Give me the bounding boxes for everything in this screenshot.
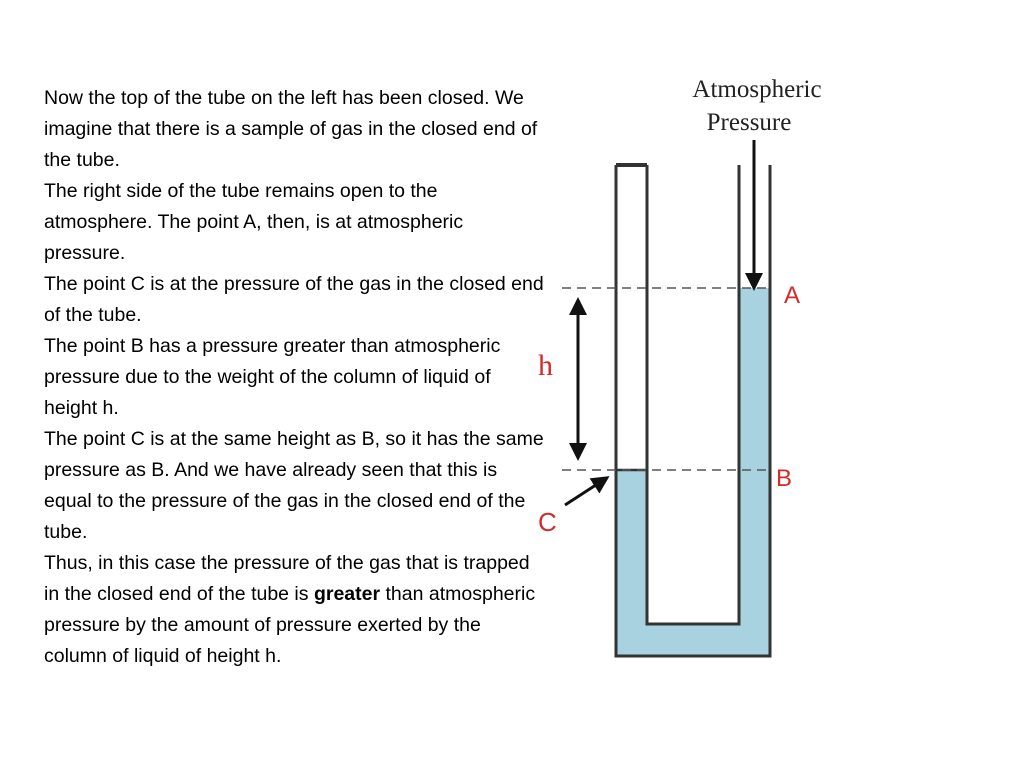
paragraph-6: Thus, in this case the pressure of the g…	[44, 548, 544, 672]
label-c: C	[538, 507, 557, 537]
paragraph-6-start: Thus, in this case the pressure of the g…	[44, 552, 530, 605]
emphasis-greater: greater	[313, 583, 381, 605]
explanation-text: Now the top of the tube on the left has …	[44, 83, 544, 672]
title-line-1: Atmospheric	[692, 76, 821, 103]
paragraph-3: The point C is at the pressure of the ga…	[44, 273, 544, 326]
paragraph-5: The point C is at the same height as B, …	[44, 428, 544, 543]
paragraph-1: Now the top of the tube on the left has …	[44, 87, 538, 171]
paragraph-2: The right side of the tube remains open …	[44, 180, 464, 264]
point-c-arrow	[564, 476, 610, 507]
paragraph-6-end: than atmospheric pressure by the amount …	[44, 583, 536, 667]
paragraph-4: The point B has a pressure greater than …	[44, 335, 501, 419]
liquid-column	[616, 288, 770, 656]
u-tube	[614, 163, 772, 658]
label-h: h	[538, 349, 553, 382]
title-line-2: Pressure	[707, 109, 792, 136]
label-a: A	[784, 282, 800, 309]
label-b: B	[776, 465, 792, 492]
